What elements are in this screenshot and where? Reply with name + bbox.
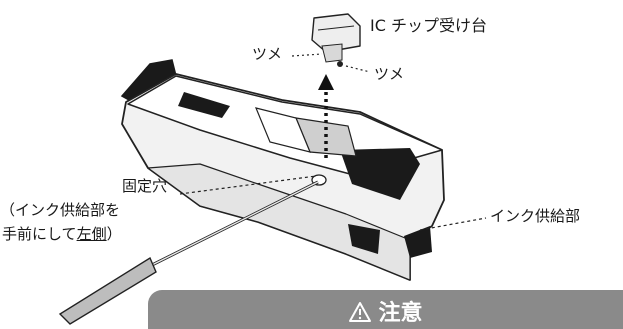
label-tab-right: ツメ <box>374 65 405 83</box>
ink-window-right <box>340 148 420 200</box>
screwdriver <box>58 180 319 325</box>
leader-tab-right <box>345 65 371 73</box>
label-fixing-hole-note: （インク供給部を <box>0 201 121 219</box>
leader-tab-left <box>291 53 323 57</box>
leader-fixing-hole <box>179 175 317 195</box>
label-tab-left: ツメ <box>252 45 283 63</box>
position-suffix: ） <box>106 225 122 243</box>
recess-divider <box>254 107 312 153</box>
label-fixing-hole-position: 手前にして左側） <box>2 224 122 244</box>
ic-chip-holder <box>311 13 361 67</box>
ink-window-left <box>178 92 230 118</box>
position-left-side: 左側 <box>76 225 107 243</box>
ink-supply-opening <box>348 224 380 254</box>
position-prefix: 手前にして <box>2 225 77 243</box>
label-ink-supply: インク供給部 <box>490 207 581 225</box>
ink-supply-port <box>404 226 432 258</box>
warning-triangle-icon <box>349 302 372 322</box>
label-ic-chip-holder: IC チップ受け台 <box>370 16 487 35</box>
leader-ink-supply <box>419 217 487 231</box>
caution-title: 注意 <box>378 301 423 326</box>
lift-arrow <box>318 74 334 158</box>
caution-banner: 注意 <box>148 290 623 329</box>
cartridge-front-face <box>147 163 411 281</box>
label-fixing-hole: 固定穴 <box>122 177 168 195</box>
